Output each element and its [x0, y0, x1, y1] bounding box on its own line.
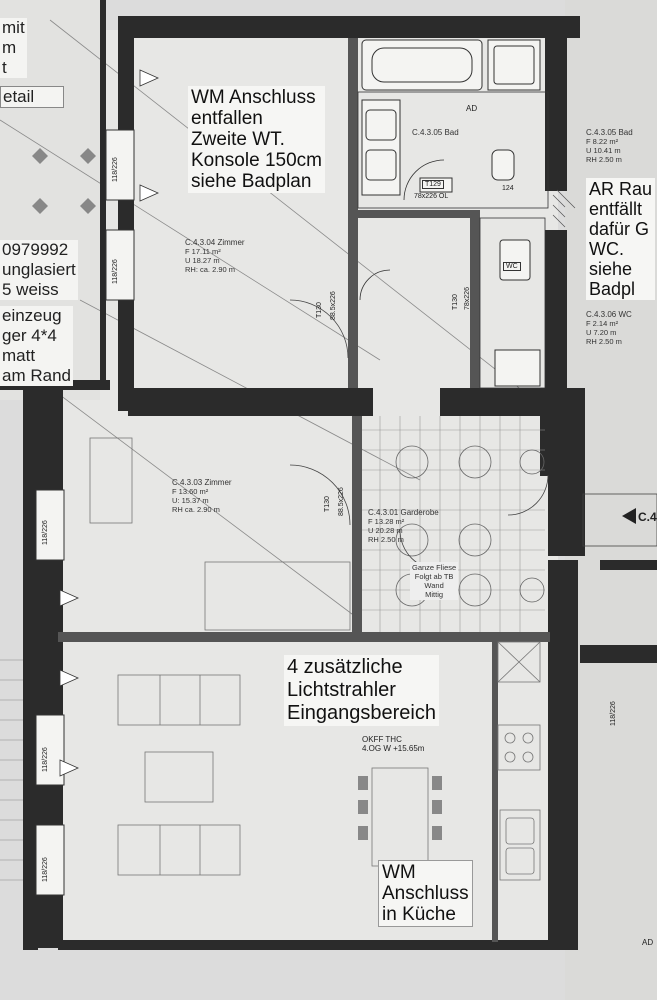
ad-label-bottom: AD: [642, 938, 654, 947]
room-label-garderobe: C.4.3.01 Garderobe F 13.28 m² U 20.28 m …: [368, 508, 439, 544]
partitions: [58, 38, 550, 942]
left-note-3: einzeug ger 4*4 matt am Rand: [0, 306, 73, 386]
door-tag-t130-b: T130: [324, 496, 331, 512]
note-fliese: Ganze Fliese Folgt ab TB Wand Mittig: [410, 562, 459, 600]
door-size-t130-a: 88.5x226: [330, 291, 337, 320]
room-label-zimmer-top: C.4.3.04 Zimmer F 17.11 m² U 18.27 m RH:…: [185, 238, 245, 274]
left-note-1: mit m t: [0, 18, 27, 78]
furniture: [89, 437, 541, 881]
note-ar-raum: AR Rau entfällt dafür G WC. siehe Badpl: [586, 178, 656, 300]
door-swings: [289, 299, 549, 571]
section-marker: C.4: [638, 510, 657, 524]
left-note-detail: etail: [0, 86, 64, 108]
balcony-hatching: [0, 659, 23, 881]
bad-dimension: 124: [502, 185, 514, 192]
room-label-bad-right: C.4.3.05 Bad F 8.22 m² U 10.41 m RH 2.50…: [586, 128, 633, 164]
section-arrow-icon: [622, 508, 636, 524]
room-label-bad: C.4.3.05 Bad: [412, 128, 459, 137]
note-lichtstrahler: 4 zusätzliche Lichtstrahler Eingangsbere…: [284, 655, 439, 726]
windows: [35, 129, 135, 896]
wc-label: WC: [503, 262, 521, 271]
window-triangles: [59, 69, 159, 777]
diamond-markers: [32, 148, 96, 214]
bathroom-outlines: [357, 91, 549, 389]
okff-label: OKFF THC 4.OG W +15.65m: [362, 735, 425, 753]
left-note-2: 0979992 unglasiert 5 weiss: [0, 240, 78, 300]
window-tag-6: 118/226: [610, 701, 617, 726]
door-size-t130-b: 88.5x226: [338, 487, 345, 516]
window-tag-3: 118/226: [42, 857, 49, 882]
window-tag-5: 118/226: [112, 259, 119, 284]
wall-hatching: [552, 189, 576, 228]
window-tag-4: 118/226: [112, 157, 119, 182]
door-tag-t130-c: T130: [452, 294, 459, 310]
bathroom-fixtures: [361, 39, 541, 387]
room-label-zimmer-mid: C.4.3.03 Zimmer F 13.60 m² U: 15.37 m RH…: [172, 478, 232, 514]
ceiling-lights: [395, 445, 545, 607]
chairs: [358, 776, 442, 840]
note-wm-anschluss-entfallen: WM Anschluss entfallen Zweite WT. Konsol…: [188, 86, 325, 193]
note-wm-kueche: WM Anschluss in Küche: [378, 860, 473, 927]
ad-label: AD: [466, 104, 478, 113]
window-tag-2: 118/226: [42, 747, 49, 772]
window-tag-1: 118/226: [42, 520, 49, 545]
door-tag-t130-a: T130: [316, 302, 323, 318]
room-label-wc-right: C.4.3.06 WC F 2.14 m² U 7.20 m RH 2.50 m: [586, 310, 632, 346]
door-tag-t129: T129: [422, 180, 444, 189]
door-size-t129: 78x226 OL: [414, 193, 449, 200]
door-size-t130-c: 78x226: [464, 287, 471, 310]
